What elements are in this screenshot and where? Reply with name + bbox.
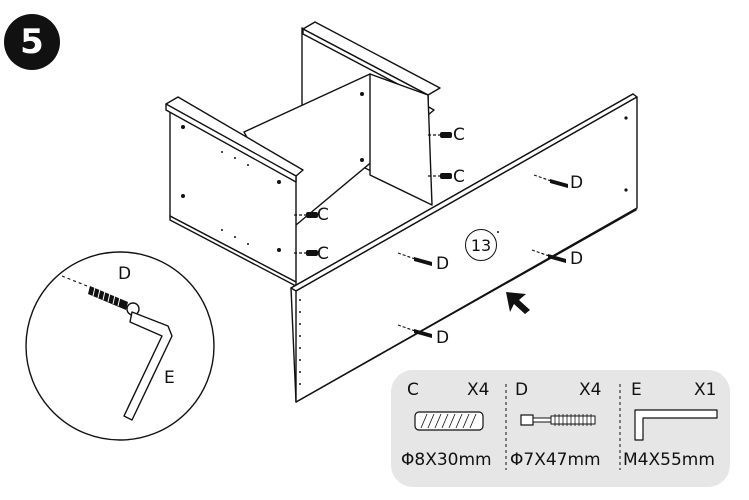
legend-code-e: E xyxy=(631,380,642,400)
dowel-callout-c: C xyxy=(453,125,465,145)
allen-key-icon xyxy=(634,409,718,441)
screw-callout-d: D xyxy=(570,249,584,269)
legend-qty-d: X4 xyxy=(579,380,602,400)
part-number-13: 13 xyxy=(465,229,497,261)
screw-callout-d: D xyxy=(570,173,584,193)
legend-code-c: C xyxy=(407,380,419,400)
legend-size-e: M4X55mm xyxy=(623,450,715,470)
wooden-dowel-icon xyxy=(414,411,484,431)
legend-code-d: D xyxy=(515,380,529,400)
push-direction-arrow xyxy=(506,292,530,314)
screw-callout-d: D xyxy=(436,328,450,348)
dowel-callout-c: C xyxy=(317,205,329,225)
legend-size-c: Φ8X30mm xyxy=(401,450,492,470)
detail-label-d: D xyxy=(118,264,132,284)
detail-label-e: E xyxy=(164,368,175,388)
legend-qty-e: X1 xyxy=(694,380,717,400)
detail-magnifier xyxy=(25,251,215,441)
legend-qty-c: X4 xyxy=(467,380,490,400)
step-number-badge: 5 xyxy=(4,14,60,70)
legend-size-d: Φ7X47mm xyxy=(510,450,601,470)
cam-bolt-icon xyxy=(520,414,596,426)
dowel-callout-c: C xyxy=(317,244,329,264)
side-panel-right xyxy=(369,73,433,206)
hardware-legend: C X4 D X4 E X1 xyxy=(391,370,730,487)
allen-key-detail xyxy=(123,311,173,421)
screw-callout-d: D xyxy=(436,254,450,274)
dowel-callout-c: C xyxy=(453,167,465,187)
